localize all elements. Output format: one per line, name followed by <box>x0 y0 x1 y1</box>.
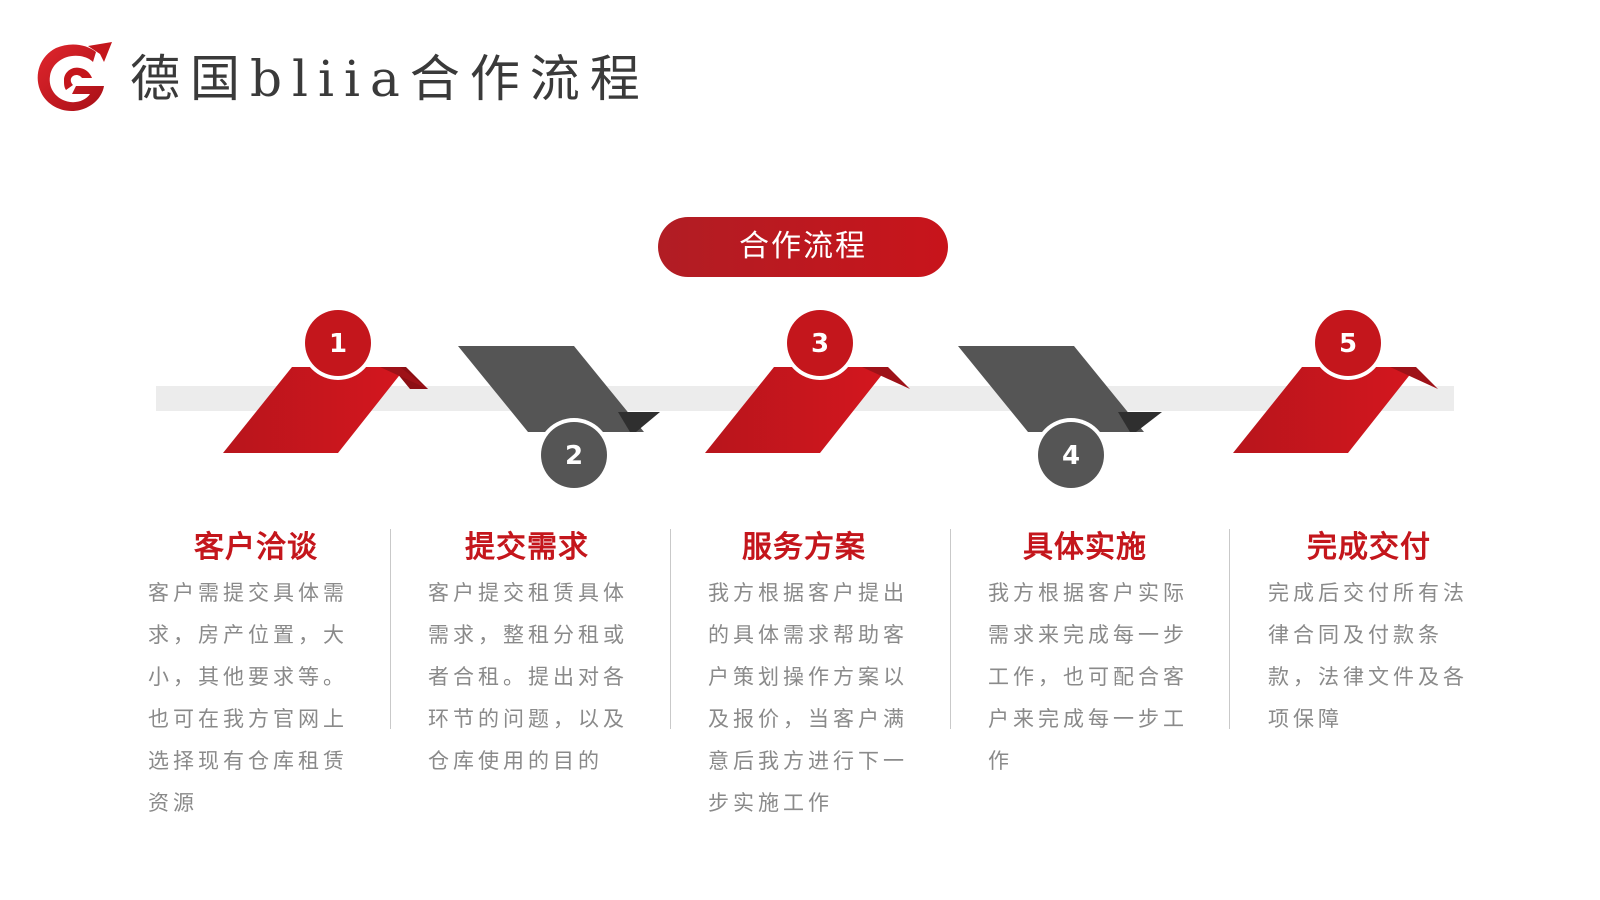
step-5-badge: 5 <box>1311 306 1385 380</box>
step-3-ribbon <box>705 367 910 453</box>
step-4-title: 具体实施 <box>1023 530 1147 565</box>
section-pill: 合作流程 <box>658 217 948 277</box>
step-4-description: 我方根据客户实际需求来完成每一步工作，也可配合客户来完成每一步工作 <box>988 581 1188 773</box>
svg-text:3: 3 <box>811 329 829 359</box>
step-1-badge: 1 <box>301 306 375 380</box>
company-logo-icon <box>37 42 112 112</box>
svg-text:1: 1 <box>329 329 347 359</box>
step-1-ribbon <box>223 367 428 453</box>
step-5-ribbon <box>1233 367 1438 453</box>
step-2-ribbon <box>458 346 660 432</box>
column-divider <box>1229 529 1230 729</box>
column-divider <box>390 529 391 729</box>
step-4-badge: 4 <box>1034 418 1108 492</box>
step-2-badge: 2 <box>537 418 611 492</box>
step-1-description: 客户需提交具体需求，房产位置，大小，其他要求等。也可在我方官网上选择现有仓库租赁… <box>148 581 348 815</box>
step-3-description: 我方根据客户提出的具体需求帮助客户策划操作方案以及报价，当客户满意后我方进行下一… <box>708 581 908 815</box>
step-2-description: 客户提交租赁具体需求，整租分租或者合租。提出对各环节的问题，以及仓库使用的目的 <box>428 581 628 773</box>
svg-text:5: 5 <box>1339 329 1357 359</box>
step-1-title: 客户洽谈 <box>194 530 318 565</box>
step-4-ribbon <box>958 346 1162 432</box>
column-divider <box>950 529 951 729</box>
step-3-badge: 3 <box>783 306 857 380</box>
column-divider <box>670 529 671 729</box>
step-5-title: 完成交付 <box>1307 530 1431 565</box>
svg-text:4: 4 <box>1062 441 1080 471</box>
step-2-title: 提交需求 <box>465 530 589 565</box>
step-3-title: 服务方案 <box>742 530 866 565</box>
svg-text:2: 2 <box>565 441 583 471</box>
step-5-description: 完成后交付所有法律合同及付款条款，法律文件及各项保障 <box>1268 581 1468 731</box>
page-title: 德国bliia合作流程 <box>130 50 650 108</box>
